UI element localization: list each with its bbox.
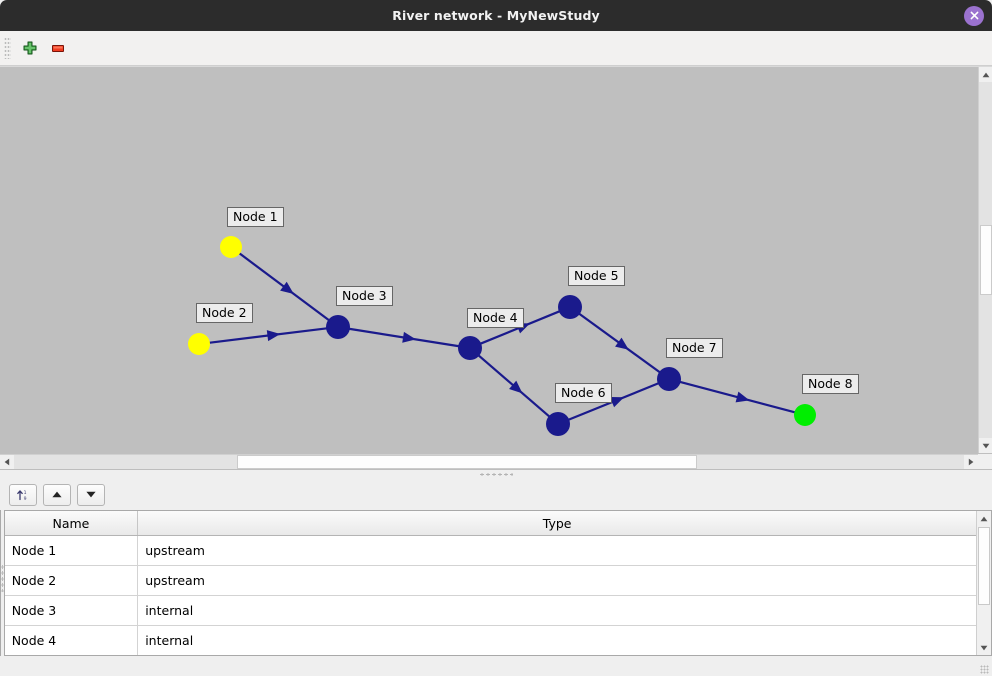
close-icon[interactable] — [964, 5, 984, 26]
network-canvas-area: Node 1 Node 2 Node 3 Node 4 Node 5 Node 6 Node… — [0, 66, 992, 469]
nodes-row-cell[interactable]: Node 2 — [4, 565, 139, 596]
edge-arrow-icon — [280, 281, 294, 294]
node-label-node-6[interactable]: Node 6 — [555, 383, 612, 403]
scroll-down-icon[interactable] — [979, 438, 992, 453]
toolbar-drag-handle[interactable] — [4, 37, 11, 59]
title-bar: River network - MyNewStudy — [0, 0, 992, 31]
graph-node-node-3[interactable] — [326, 315, 350, 339]
nodes-row-cell[interactable]: Node 3 — [4, 595, 139, 626]
nodes-scroll-up-icon[interactable] — [977, 511, 991, 526]
canvas-hscroll-thumb[interactable] — [237, 455, 697, 469]
canvas-vscroll-thumb[interactable] — [980, 225, 992, 295]
tables-area: 1 9 — [0, 479, 992, 676]
nodes-col-type[interactable]: Type — [137, 511, 977, 536]
graph-node-node-6[interactable] — [546, 412, 570, 436]
main-toolbar — [0, 31, 992, 66]
nodes-col-name[interactable]: Name — [4, 511, 139, 536]
nodes-header-row: Name Type — [4, 511, 977, 536]
branches-statusbar — [0, 656, 1, 676]
nodes-vscroll-thumb[interactable] — [978, 527, 991, 605]
vertical-splitter-grip-icon — [0, 563, 4, 592]
graph-node-node-5[interactable] — [558, 295, 582, 319]
vertical-splitter[interactable] — [0, 479, 4, 676]
nodes-row-cell[interactable]: Node 4 — [4, 625, 139, 655]
nodes-vertical-scrollbar[interactable] — [976, 511, 992, 655]
scrollbar-corner — [978, 454, 992, 469]
nodes-move-down-button[interactable] — [76, 483, 105, 506]
canvas-vertical-scrollbar[interactable] — [978, 67, 992, 453]
nodes-row-cell[interactable]: upstream — [137, 535, 977, 566]
scroll-right-icon[interactable] — [964, 455, 978, 469]
edge-arrow-icon — [615, 337, 629, 350]
window-resize-grip-icon[interactable] — [980, 665, 990, 674]
edge-arrow-icon — [509, 380, 523, 394]
edge-arrow-icon — [609, 397, 625, 408]
nodes-row-cell[interactable]: upstream — [137, 565, 977, 596]
nodes-row-cell[interactable]: internal — [137, 625, 977, 655]
nodes-toolbar: 1 9 — [3, 479, 992, 510]
svg-text:1: 1 — [23, 490, 26, 496]
nodes-pane: 1 9 Name — [3, 479, 992, 676]
nodes-row-cell[interactable]: internal — [137, 595, 977, 626]
svg-text:9: 9 — [23, 496, 26, 502]
graph-node-node-2[interactable] — [188, 333, 210, 355]
nodes-row-cell[interactable]: Node 1 — [4, 535, 139, 566]
edge-arrow-icon — [735, 391, 750, 403]
node-label-node-3[interactable]: Node 3 — [336, 286, 393, 306]
network-graph-svg[interactable] — [0, 67, 978, 453]
splitter-grip-icon — [479, 473, 513, 476]
node-label-node-1[interactable]: Node 1 — [227, 207, 284, 227]
edge-arrow-icon — [402, 331, 416, 343]
node-label-node-5[interactable]: Node 5 — [568, 266, 625, 286]
nodes-scroll-down-icon[interactable] — [977, 640, 991, 655]
canvas-horizontal-scrollbar[interactable] — [0, 454, 978, 469]
window-title: River network - MyNewStudy — [392, 8, 600, 23]
node-label-node-8[interactable]: Node 8 — [802, 374, 859, 394]
graph-node-node-7[interactable] — [657, 367, 681, 391]
graph-node-node-1[interactable] — [220, 236, 242, 258]
nodes-move-up-button[interactable] — [42, 483, 71, 506]
remove-node-button[interactable] — [44, 35, 72, 61]
edge-arrow-icon — [266, 330, 281, 342]
horizontal-splitter[interactable] — [0, 469, 992, 479]
add-node-button[interactable] — [16, 35, 44, 61]
node-label-node-4[interactable]: Node 4 — [467, 308, 524, 328]
graph-node-node-4[interactable] — [458, 336, 482, 360]
graph-node-node-8[interactable] — [794, 404, 816, 426]
node-label-node-7[interactable]: Node 7 — [666, 338, 723, 358]
network-diagram[interactable]: Node 1 Node 2 Node 3 Node 4 Node 5 Node 6 Node… — [0, 67, 978, 453]
nodes-statusbar — [3, 656, 992, 676]
scroll-up-icon[interactable] — [979, 67, 992, 82]
nodes-sort-button[interactable]: 1 9 — [8, 483, 37, 506]
node-label-node-2[interactable]: Node 2 — [196, 303, 253, 323]
scroll-left-icon[interactable] — [0, 455, 14, 469]
